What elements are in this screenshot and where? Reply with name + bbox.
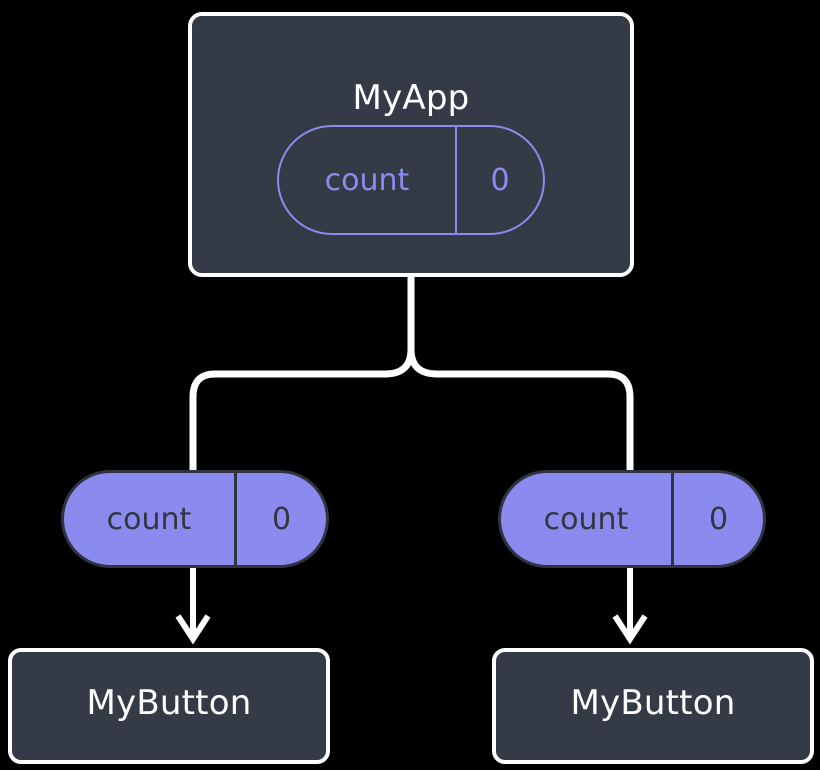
state-pill-myapp-count[interactable]: count 0 [277, 125, 545, 235]
prop-pill-left-count[interactable]: count 0 [61, 470, 329, 568]
prop-pill-right-count[interactable]: count 0 [498, 470, 766, 568]
component-box-mybutton-right[interactable]: MyButton [492, 648, 814, 764]
component-box-mybutton-left[interactable]: MyButton [8, 648, 330, 764]
prop-pill-key: count [64, 473, 237, 565]
arrow-head-right [612, 614, 648, 645]
prop-pill-key: count [501, 473, 674, 565]
state-pill-key: count [279, 127, 457, 233]
connector-branch-right [407, 348, 634, 470]
prop-pill-value: 0 [708, 501, 729, 537]
component-label-myapp: MyApp [352, 78, 470, 118]
state-pill-value: 0 [490, 162, 510, 198]
component-label-mybutton-left: MyButton [86, 683, 252, 723]
connector-branch-left [189, 348, 415, 470]
prop-pill-value: 0 [271, 501, 292, 537]
component-label-mybutton-right: MyButton [570, 683, 736, 723]
arrow-head-left [175, 614, 211, 645]
